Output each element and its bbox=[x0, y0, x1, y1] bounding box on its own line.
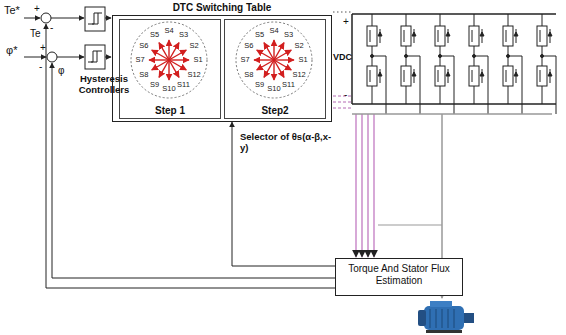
voltage-vector bbox=[149, 59, 169, 60]
vector-label: S6 bbox=[244, 42, 253, 50]
vector-label: S8 bbox=[139, 71, 148, 79]
estimation-box: Torque And Stator Flux Estimation bbox=[335, 258, 463, 296]
connector-label: Selector of θs(α-β,x-y) bbox=[240, 132, 336, 154]
vector-label: S12 bbox=[187, 71, 200, 79]
box-label: Torque And Stator Flux Estimation bbox=[336, 259, 462, 291]
inverter-leg bbox=[367, 14, 386, 114]
inverter-leg bbox=[469, 14, 488, 114]
vector-label: S1 bbox=[193, 56, 202, 64]
vector-label: S10 bbox=[267, 85, 280, 93]
voltage-vector bbox=[274, 60, 291, 70]
vector-label: S7 bbox=[135, 56, 144, 64]
sign: + bbox=[34, 3, 40, 15]
voltage-vector bbox=[168, 40, 169, 60]
vector-label: S5 bbox=[255, 31, 264, 39]
induction-motor bbox=[418, 301, 474, 333]
vector-label: S6 bbox=[139, 42, 148, 50]
block-label: Hysteresis Controllers bbox=[64, 74, 144, 96]
six-phase-inverter bbox=[352, 14, 556, 114]
vector-label: S11 bbox=[282, 81, 295, 89]
vector-label: S8 bbox=[244, 71, 253, 79]
voltage-vector bbox=[168, 60, 169, 80]
vector-label: S9 bbox=[150, 81, 159, 89]
sign: - bbox=[344, 89, 347, 101]
vector-label: S9 bbox=[255, 81, 264, 89]
inverter-leg bbox=[537, 14, 556, 114]
selector-connector bbox=[232, 122, 335, 266]
step-label: Step2 bbox=[225, 105, 325, 116]
sign: + bbox=[40, 42, 46, 54]
vector-label: S3 bbox=[179, 31, 188, 39]
signal-name: Te* bbox=[4, 4, 20, 17]
vector-label: S11 bbox=[177, 81, 190, 89]
signal-name: Te bbox=[30, 28, 41, 40]
inverter-leg bbox=[401, 14, 420, 114]
voltage-vector bbox=[169, 43, 179, 60]
voltage-vector-circles bbox=[131, 22, 312, 98]
inverter-leg bbox=[503, 14, 522, 114]
voltage-vector bbox=[264, 60, 274, 77]
vector-label: S5 bbox=[150, 31, 159, 39]
voltage-label: VDC bbox=[333, 52, 352, 62]
vector-label: S12 bbox=[292, 71, 305, 79]
step-label: Step 1 bbox=[120, 105, 220, 116]
vector-label: S7 bbox=[240, 56, 249, 64]
voltage-vector bbox=[152, 50, 169, 60]
table-title: DTC Switching Table bbox=[113, 2, 331, 13]
signal-name: φ bbox=[58, 65, 64, 77]
signal-name: φ* bbox=[6, 44, 17, 57]
control-wires bbox=[24, 7, 335, 288]
voltage-vector bbox=[257, 50, 274, 60]
gate-signals bbox=[333, 12, 352, 108]
voltage-vector bbox=[274, 59, 294, 60]
vector-label: S3 bbox=[284, 31, 293, 39]
vector-label: S4 bbox=[269, 27, 278, 35]
voltage-vector bbox=[273, 40, 274, 60]
vector-label: S2 bbox=[190, 42, 199, 50]
voltage-vector bbox=[169, 60, 186, 70]
vector-label: S2 bbox=[295, 42, 304, 50]
voltage-vector bbox=[274, 43, 284, 60]
voltage-vector bbox=[254, 59, 274, 60]
vector-label: S1 bbox=[298, 56, 307, 64]
voltage-vector bbox=[169, 59, 189, 60]
voltage-vector bbox=[273, 60, 274, 80]
sign: - bbox=[50, 22, 53, 34]
switching-table-box: DTC Switching TableStep 1Step2 bbox=[112, 15, 332, 122]
voltage-vector bbox=[159, 60, 169, 77]
vector-label: S10 bbox=[162, 85, 175, 93]
inverter-leg bbox=[435, 14, 454, 114]
sign: - bbox=[39, 61, 42, 73]
sign: + bbox=[343, 16, 349, 28]
vector-label: S4 bbox=[164, 27, 173, 35]
